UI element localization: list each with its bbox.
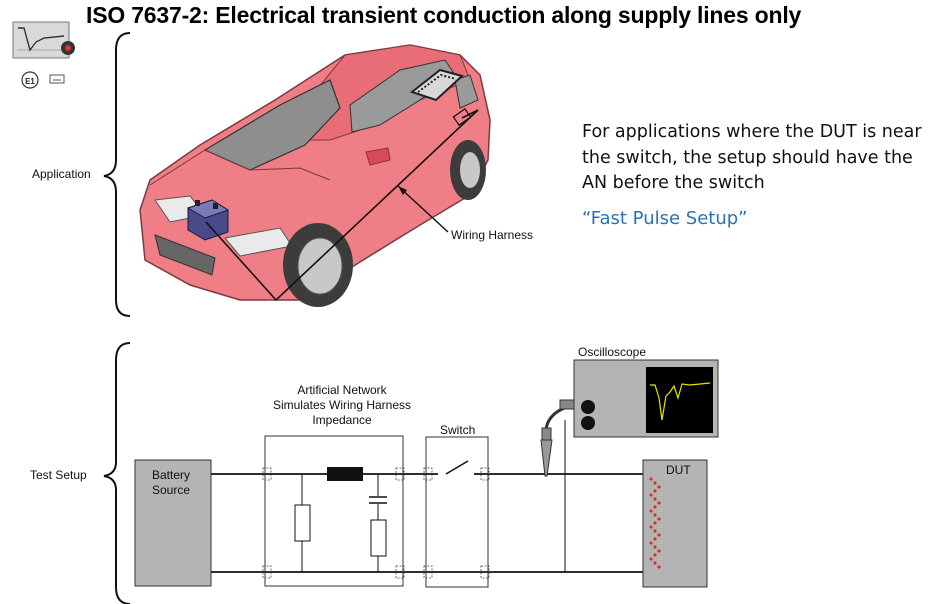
battery-source-label: Battery Source	[152, 468, 190, 498]
artificial-network-label: Artificial Network Simulates Wiring Harn…	[252, 383, 432, 428]
application-label: Application	[32, 167, 91, 181]
description-text: For applications where the DUT is near t…	[582, 122, 922, 193]
artificial-network-box	[262, 435, 405, 587]
dut-box	[642, 459, 708, 588]
e1-approval-icon: E1	[21, 71, 39, 89]
switch-box	[423, 436, 490, 588]
fast-pulse-setup-label: “Fast Pulse Setup”	[582, 208, 748, 229]
artificial-network-line-2: Simulates Wiring Harness	[272, 398, 412, 412]
artificial-network-line-1: Artificial Network	[297, 383, 387, 397]
wiring-harness-label: Wiring Harness	[451, 228, 534, 242]
probe-icon	[540, 399, 581, 477]
page-title: ISO 7637-2: Electrical transient conduct…	[86, 2, 802, 28]
resistor-symbol	[294, 504, 311, 542]
battery-label-line-1: Battery	[152, 468, 191, 482]
small-label-icon	[49, 74, 65, 84]
dut-label: DUT	[666, 463, 691, 477]
oscilloscope-box	[573, 359, 719, 438]
scope-trace	[650, 382, 711, 421]
svg-text:E1: E1	[25, 77, 35, 86]
application-brace	[103, 32, 131, 317]
test-setup-brace	[103, 342, 131, 604]
battery-icon	[186, 199, 230, 241]
transient-waveform-icon	[12, 21, 75, 59]
battery-source-box	[134, 459, 212, 587]
car-illustration	[139, 44, 491, 307]
inductor-symbol	[327, 467, 363, 481]
test-setup-label: Test Setup	[30, 468, 87, 482]
resistor-symbol	[370, 519, 387, 557]
battery-label-line-2: Source	[152, 483, 191, 497]
oscilloscope-label: Oscilloscope	[578, 345, 647, 359]
switch-label: Switch	[440, 423, 476, 437]
scope-screen	[646, 367, 713, 433]
connector-icon	[409, 68, 465, 102]
switch-symbol	[445, 460, 469, 475]
artificial-network-line-3: Impedance	[312, 413, 372, 427]
